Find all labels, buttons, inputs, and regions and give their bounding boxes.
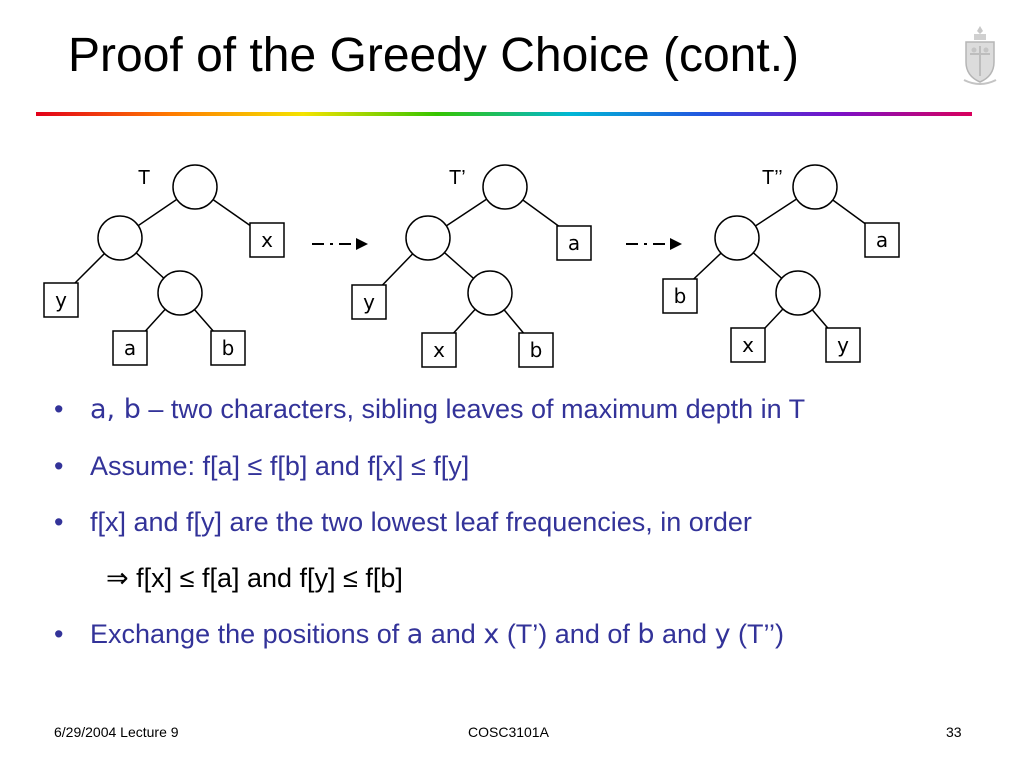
tree-t-leaf-left [43,282,79,318]
bullet-dot: • [54,451,64,481]
slide-title: Proof of the Greedy Choice (cont.) [68,29,800,82]
bullet-sub-item: ⇒ f[x] ≤ f[a] and f[y] ≤ f[b] [48,561,1008,595]
tree-t-double-prime-internal-node [775,270,821,316]
tree-t-prime-root-node [482,164,528,210]
bullet-text-part: and [654,619,715,649]
bullet-char-y: y [714,619,731,650]
tree-t-root-node [172,164,218,210]
bullet-text: Assume: f[a] ≤ f[b] and f[x] ≤ f[y] [90,451,470,481]
tree-t-double-prime-leaf-left-text: b [674,284,687,308]
tree-t-double-prime-leaf-left [662,278,698,314]
exchange-arrow-1 [312,238,368,250]
exchange-arrow-2 [626,238,682,250]
tree-t-prime-leaf-left [351,284,387,320]
tree-t-prime-leaf-top [556,225,592,261]
tree-t-leaf-bottom-right [210,330,246,366]
tree-exchange-diagram: T x y a b T’ a y x b [43,164,900,368]
university-crest-icon [963,26,997,85]
tree-t-internal-node [157,270,203,316]
bullet-char-x: x [483,619,500,650]
bullet-item: • Assume: f[a] ≤ f[b] and f[x] ≤ f[y] [48,449,1008,483]
tree-t-prime-leaf-bottom-left [421,332,457,368]
bullet-char-a: a [406,619,424,650]
bullet-text-part: and [423,619,484,649]
tree-t-double-prime-leaf-bottom-right [825,327,861,363]
bullet-item: • f[x] and f[y] are the two lowest leaf … [48,505,1008,539]
tree-t-double-prime-label: T’’ [762,167,783,189]
tree-t-leaf-bottom-right-text: b [222,336,235,360]
tree-t-internal-node [97,215,143,261]
footer-date-lecture: 6/29/2004 Lecture 9 [54,724,179,740]
tree-t-double-prime-leaf-bottom-left [730,327,766,363]
tree-t-prime-leaf-bottom-right [518,332,554,368]
tree-t-label: T [138,167,150,189]
tree-t-double-prime-leaf-bottom-left-text: x [742,333,754,357]
bullet-list: • a, b – two characters, sibling leaves … [48,392,1008,674]
footer-course: COSC3101A [468,724,549,740]
tree-t-prime-internal-node [405,215,451,261]
tree-t-double-prime-leaf-top [864,222,900,258]
title-rainbow-rule [36,112,972,116]
bullet-text: ⇒ f[x] ≤ f[a] and f[y] ≤ f[b] [106,563,403,593]
tree-t-double-prime-leaf-top-text: a [876,228,888,252]
tree-t-prime-label: T’ [449,167,466,189]
tree-t-leaf-top-text: x [261,228,273,252]
tree-t-prime-internal-node [467,270,513,316]
tree-t-leaf-bottom-left [112,330,148,366]
bullet-chars: a, b [90,394,141,425]
tree-t-prime-leaf-bottom-right-text: b [530,338,543,362]
tree-t-double-prime-internal-node [714,215,760,261]
bullet-text-part: Exchange the positions of [90,619,407,649]
bullet-text: – two characters, sibling leaves of maxi… [140,394,806,424]
tree-t-double-prime-leaf-bottom-right-text: y [837,333,849,357]
bullet-item: • Exchange the positions of a and x (T’)… [48,617,1008,652]
bullet-dot: • [54,394,64,424]
bullet-dot: • [54,619,64,649]
tree-t: T x y a b [43,164,285,366]
tree-t-double-prime: T’’ a b x y [662,164,900,363]
bullet-char-b: b [637,619,655,650]
tree-t-leaf-top [249,222,285,258]
tree-t-prime-leaf-bottom-left-text: x [433,338,445,362]
bullet-dot: • [54,507,64,537]
tree-t-leaf-bottom-left-text: a [124,336,136,360]
tree-t-prime: T’ a y x b [351,164,592,368]
bullet-item: • a, b – two characters, sibling leaves … [48,392,1008,427]
tree-t-leaf-left-text: y [55,288,67,312]
footer-page-number: 33 [946,724,962,740]
bullet-text-part: (T’’) [730,619,785,649]
bullet-text-part: (T’) and of [499,619,638,649]
tree-t-double-prime-root-node [792,164,838,210]
tree-t-prime-leaf-left-text: y [363,290,375,314]
tree-t-prime-leaf-top-text: a [568,231,580,255]
bullet-text: f[x] and f[y] are the two lowest leaf fr… [90,507,752,537]
